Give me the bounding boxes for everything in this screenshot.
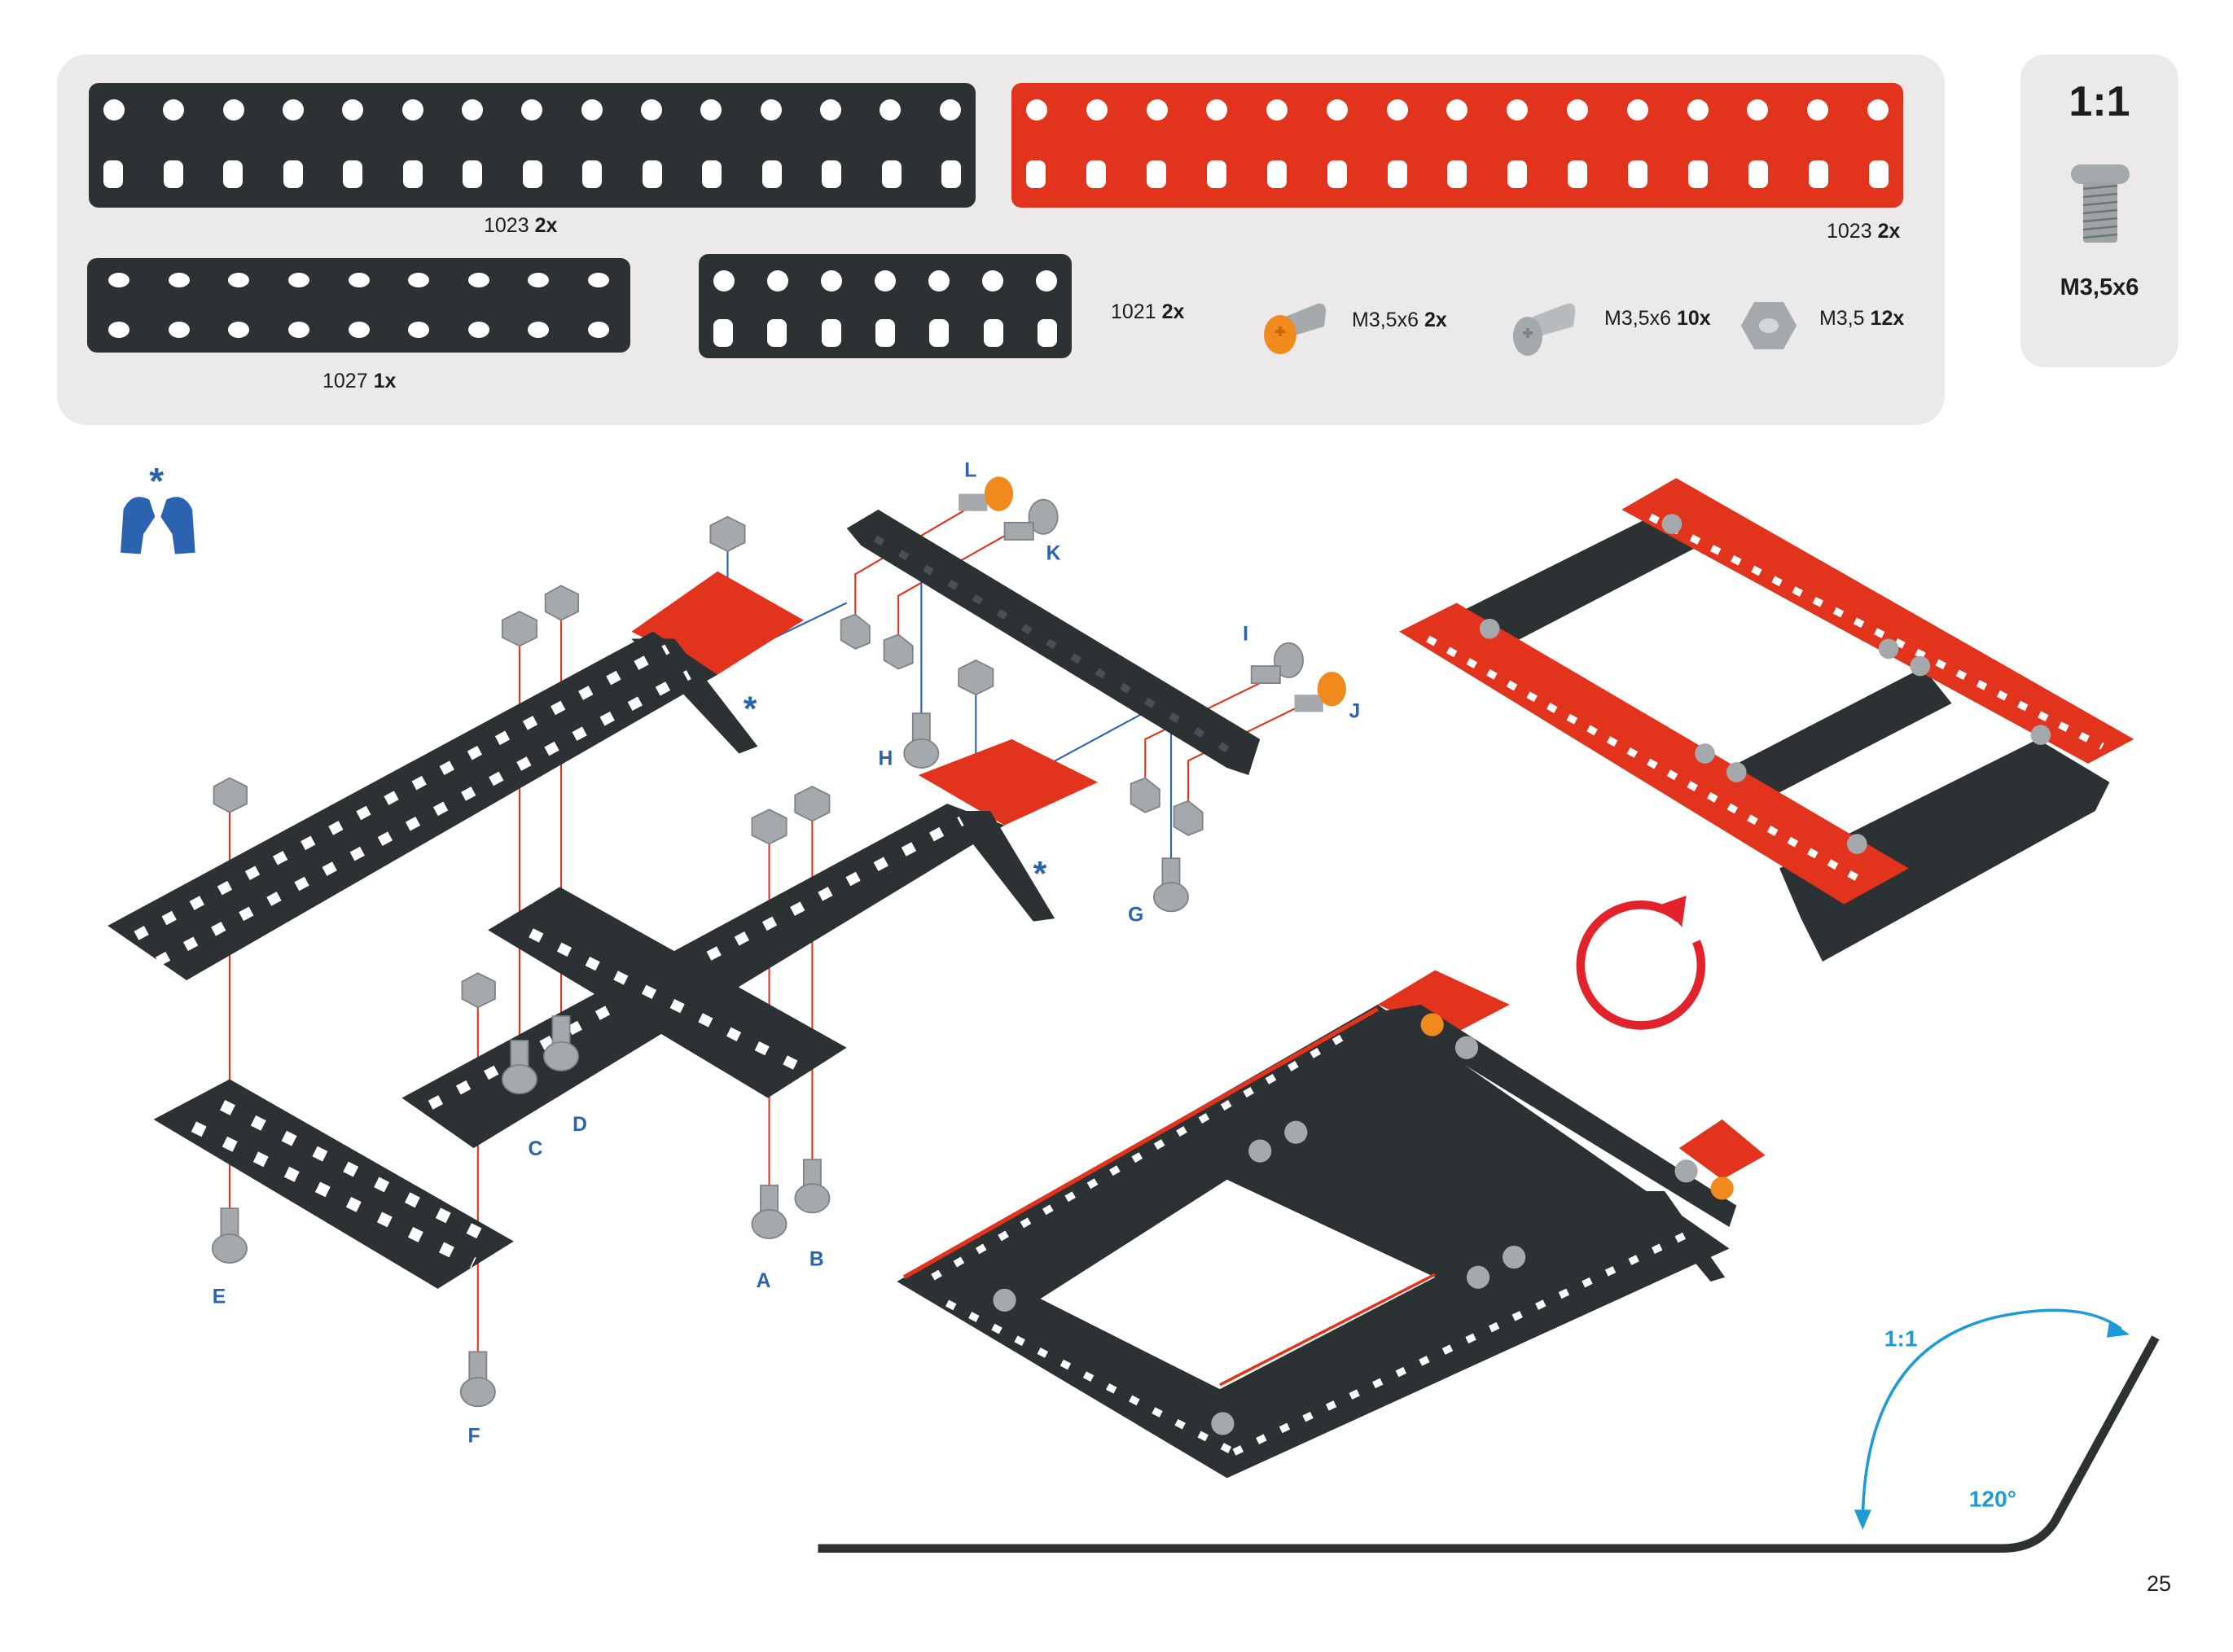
plate-1023-black xyxy=(89,83,976,208)
assembled-frame-top-view xyxy=(1399,478,2134,962)
scale-reference-panel: 1:1 M3,5x6 xyxy=(2020,55,2178,367)
fasteners xyxy=(211,498,1304,1408)
orange-screw-label: M3,5x6 2x xyxy=(1352,309,1447,331)
page-number: 25 xyxy=(2147,1571,2172,1596)
orange-screw-icon xyxy=(1264,303,1326,354)
angle-arc xyxy=(1861,1308,2122,1518)
label-D: D xyxy=(573,1114,587,1136)
asterisk-marker-2: * xyxy=(1033,855,1047,893)
label-I: I xyxy=(1243,623,1248,645)
assembled-frame-bottom-view xyxy=(897,970,1766,1479)
screw-1to1-icon xyxy=(2071,164,2130,243)
label-A: A xyxy=(757,1270,771,1292)
label-F: F xyxy=(467,1425,480,1447)
scale-ratio: 1:1 xyxy=(2068,78,2130,125)
label-J: J xyxy=(1349,700,1360,722)
hands-asterisk: * xyxy=(149,461,164,502)
grey-screw-label: M3,5x6 10x xyxy=(1604,307,1711,330)
parts-list-panel: 1023 2x 1023 2x 1027 1x 1021 2x M3,5x6 2… xyxy=(57,55,1945,425)
nut-icon xyxy=(1741,302,1796,349)
label-H: H xyxy=(878,748,893,770)
rotate-arrow-icon xyxy=(1576,895,1706,1030)
label-E: E xyxy=(213,1286,226,1308)
label-C: C xyxy=(528,1138,542,1160)
plate-1023-black-label: 1023 2x xyxy=(484,214,558,237)
plate-1027 xyxy=(87,258,630,353)
arc-arrowhead-down xyxy=(1854,1510,1871,1530)
plate-1021 xyxy=(699,254,1072,358)
plate-1021-label: 1021 2x xyxy=(1111,300,1185,323)
asterisk-marker-1: * xyxy=(744,690,757,728)
floor-line xyxy=(818,1335,2160,1553)
plate-1023-red xyxy=(1011,83,1903,208)
orange-screws xyxy=(959,476,1346,712)
grey-screw-icon xyxy=(1513,303,1576,356)
label-K: K xyxy=(1046,543,1061,565)
exploded-plates xyxy=(107,509,1261,1289)
hands-icon xyxy=(121,497,195,554)
plate-1023-red-label: 1023 2x xyxy=(1827,220,1901,243)
scale-screw-name: M3,5x6 xyxy=(2060,274,2139,300)
angle-scale-label: 1:1 xyxy=(1884,1325,1918,1351)
label-G: G xyxy=(1128,905,1143,927)
label-L: L xyxy=(964,459,976,481)
plate-1027-label: 1027 1x xyxy=(322,370,397,392)
arc-arrowhead-right xyxy=(2106,1320,2130,1338)
label-B: B xyxy=(809,1249,824,1271)
angle-degrees-label: 120° xyxy=(1969,1486,2016,1512)
nut-label: M3,5 12x xyxy=(1819,307,1905,330)
